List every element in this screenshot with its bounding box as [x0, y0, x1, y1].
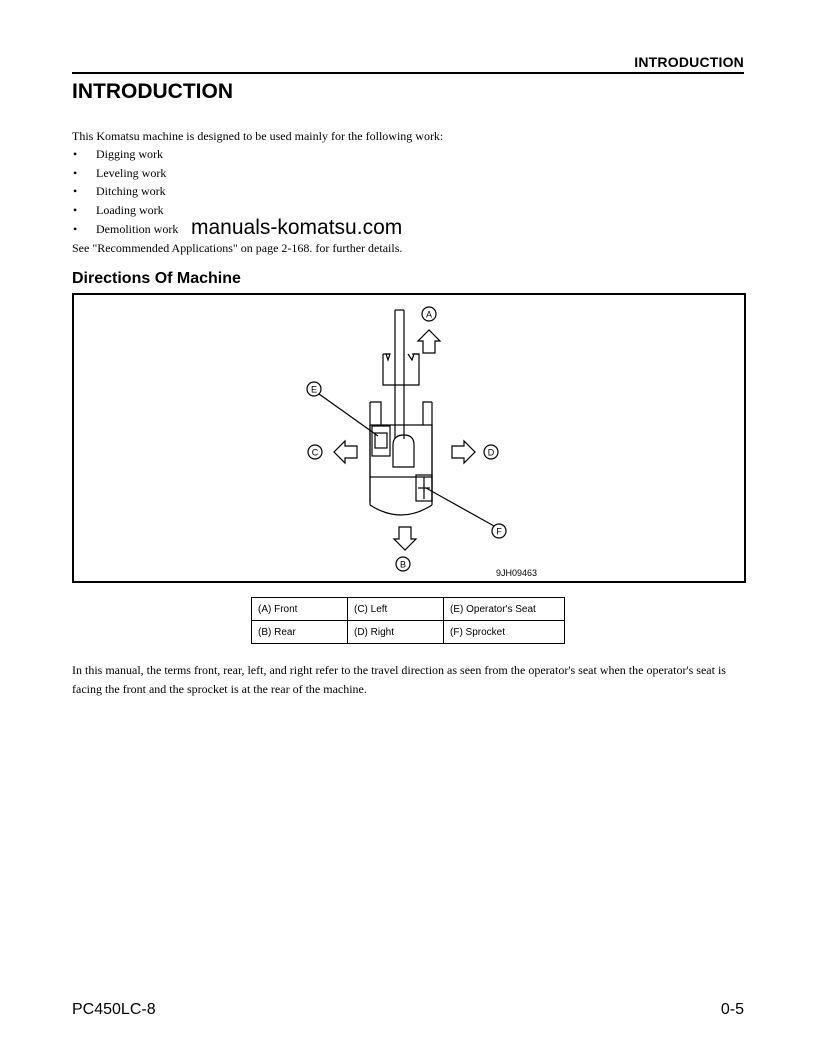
- callout-a-label: A: [426, 310, 432, 320]
- list-item: • Digging work: [72, 145, 178, 164]
- list-item: • Ditching work: [72, 182, 178, 201]
- page-title: INTRODUCTION: [72, 80, 233, 103]
- header-rule: [72, 72, 744, 74]
- callout-f: F: [425, 487, 507, 539]
- callout-f-label: F: [496, 527, 502, 537]
- running-header: INTRODUCTION: [634, 54, 744, 70]
- list-item: • Demolition work: [72, 220, 178, 239]
- callout-d: D: [483, 444, 499, 460]
- table-row: (B) Rear (D) Right (F) Sprocket: [251, 620, 565, 644]
- list-item: • Loading work: [72, 201, 178, 220]
- figure-code: 9JH09463: [496, 568, 538, 578]
- footer-page-number: 0-5: [720, 1001, 744, 1018]
- boom-arm-illustration: [382, 309, 420, 439]
- table-row: (A) Front (C) Left (E) Operator's Seat: [251, 597, 565, 621]
- list-item-text: Digging work: [96, 147, 163, 161]
- callout-b-label: B: [400, 560, 406, 570]
- work-list: • Digging work • Leveling work • Ditching w…: [72, 145, 178, 238]
- rear-arrow-icon: [392, 526, 418, 551]
- list-item: • Leveling work: [72, 164, 178, 183]
- directions-note: In this manual, the terms front, rear, l…: [72, 663, 726, 696]
- callout-e: E: [306, 381, 379, 437]
- reference-paragraph: See "Recommended Applications" on page 2…: [72, 241, 403, 255]
- directions-figure: A B C D E F: [72, 293, 746, 583]
- legend-table: (A) Front (C) Left (E) Operator's Seat (…: [251, 597, 565, 644]
- table-cell: (B) Rear: [251, 620, 348, 644]
- bullet-icon: •: [73, 165, 78, 180]
- callout-c-label: C: [312, 448, 319, 458]
- callout-b: B: [395, 556, 411, 572]
- right-arrow-icon: [451, 439, 476, 465]
- list-item-text: Demolition work: [96, 221, 179, 236]
- table-cell: (F) Sprocket: [443, 620, 565, 644]
- machine-diagram: A B C D E F: [306, 306, 507, 572]
- table-cell: (A) Front: [251, 597, 348, 621]
- left-arrow-icon: [333, 439, 358, 465]
- footer-model: PC450LC-8: [72, 1001, 156, 1018]
- bullet-icon: •: [73, 147, 78, 161]
- callout-d-label: D: [488, 448, 495, 458]
- table-cell: (E) Operator's Seat: [443, 597, 565, 621]
- intro-paragraph: This Komatsu machine is designed to be u…: [72, 129, 444, 143]
- front-arrow-icon: [416, 329, 442, 354]
- list-item-text: Loading work: [96, 203, 164, 218]
- table-cell: (D) Right: [347, 620, 444, 644]
- callout-c: C: [307, 444, 323, 460]
- undercarriage-illustration: [369, 401, 433, 516]
- bullet-icon: •: [73, 221, 78, 236]
- callout-e-label: E: [311, 385, 317, 395]
- watermark-link[interactable]: manuals-komatsu.com: [191, 216, 403, 239]
- bullet-icon: •: [73, 184, 78, 199]
- section-heading: Directions Of Machine: [72, 270, 241, 287]
- list-item-text: Ditching work: [96, 184, 166, 199]
- table-cell: (C) Left: [347, 597, 444, 621]
- list-item-text: Leveling work: [96, 165, 167, 180]
- callout-a: A: [421, 306, 437, 322]
- bullet-icon: •: [73, 203, 78, 218]
